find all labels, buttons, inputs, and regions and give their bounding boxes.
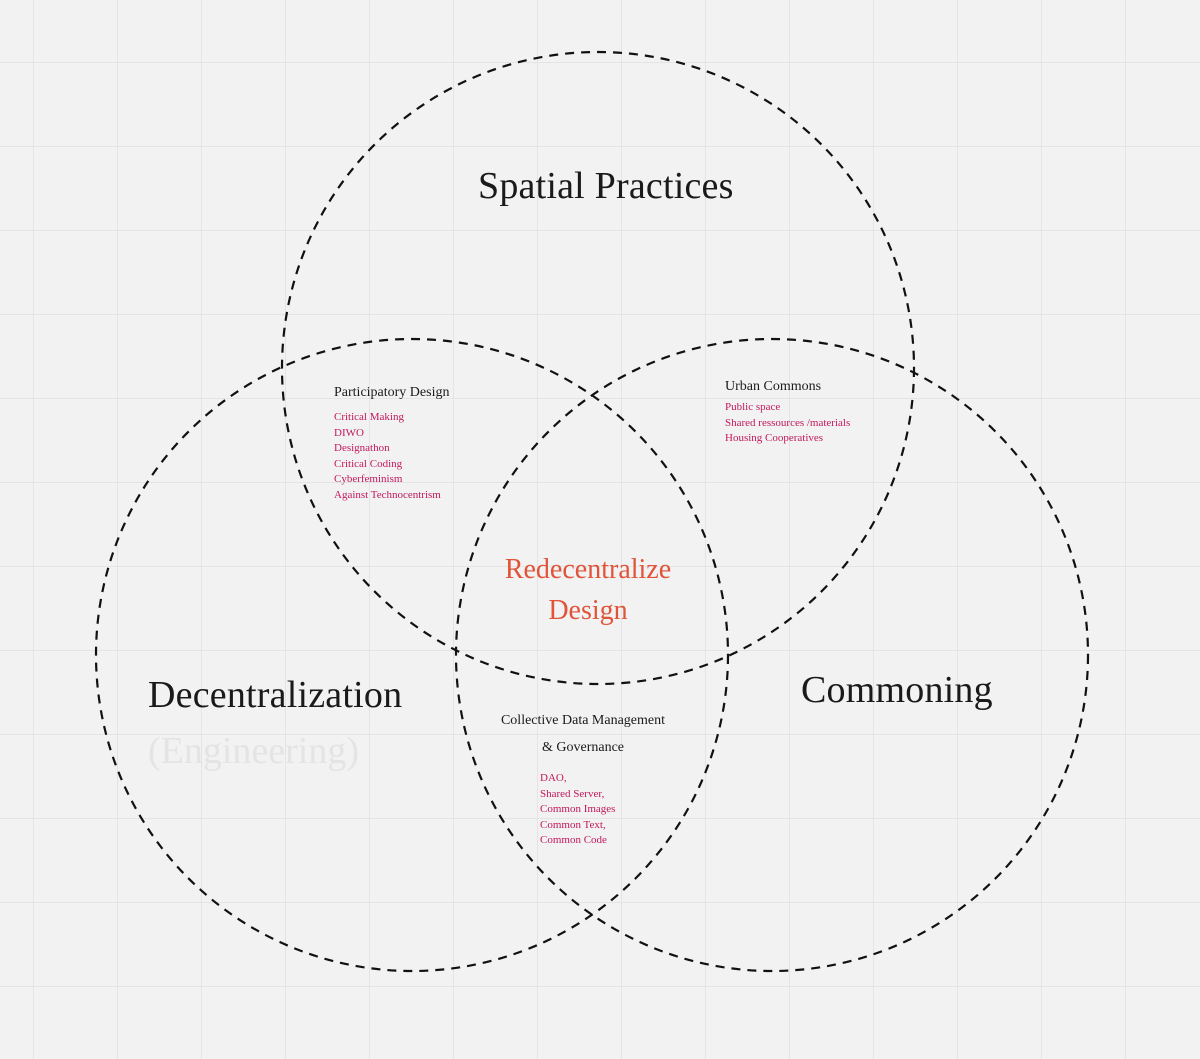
- center-label: Redecentralize Design: [468, 549, 708, 631]
- list-item: Common Text,: [540, 818, 606, 831]
- list-item: Common Code: [540, 834, 607, 847]
- zone-participatory-design: Participatory Design Critical Making DIW…: [334, 384, 449, 504]
- zone-list-participatory-design: Critical Making DIWO Designathon Critica…: [334, 410, 449, 504]
- list-item: Public space: [725, 401, 781, 413]
- center-label-line-2: Design: [548, 595, 628, 626]
- set-label-spatial-practices: Spatial Practices: [478, 165, 734, 207]
- circle-decentralization: [94, 337, 730, 973]
- zone-list-urban-commons: Public space Shared ressources /material…: [725, 400, 850, 447]
- list-item: Cyberfeminism: [334, 473, 403, 486]
- set-label-engineering-faded: (Engineering): [148, 730, 360, 772]
- zone-urban-commons: Urban Commons Public space Shared ressou…: [725, 378, 850, 447]
- list-item: DIWO: [334, 426, 364, 439]
- circle-spatial-practices: [280, 50, 916, 686]
- zone-list-collective-data: DAO, Shared Server, Common Images Common…: [540, 771, 670, 849]
- list-item: Housing Cooperatives: [725, 432, 824, 445]
- zone-title-participatory-design: Participatory Design: [334, 385, 450, 400]
- list-item: Critical Making: [334, 411, 404, 423]
- zone-title-urban-commons: Urban Commons: [725, 379, 822, 394]
- zone-title-line-2: & Governance: [541, 740, 625, 755]
- set-label-commoning: Commoning: [801, 669, 993, 711]
- list-item: Common Images: [540, 803, 616, 816]
- zone-title-line-1: Collective Data Management: [500, 713, 666, 728]
- set-label-decentralization: Decentralization: [148, 674, 403, 716]
- zone-collective-data: Collective Data Management & Governance …: [496, 707, 670, 849]
- center-label-line-1: Redecentralize: [504, 554, 672, 585]
- list-item: Designathon: [334, 442, 390, 455]
- list-item: Critical Coding: [334, 457, 403, 470]
- zone-title-collective-data: Collective Data Management & Governance: [496, 707, 670, 761]
- list-item: DAO,: [540, 772, 567, 784]
- list-item: Shared Server,: [540, 787, 605, 800]
- list-item: Shared ressources /materials: [725, 416, 851, 429]
- list-item: Against Technocentrism: [334, 488, 441, 501]
- circle-commoning: [454, 337, 1090, 973]
